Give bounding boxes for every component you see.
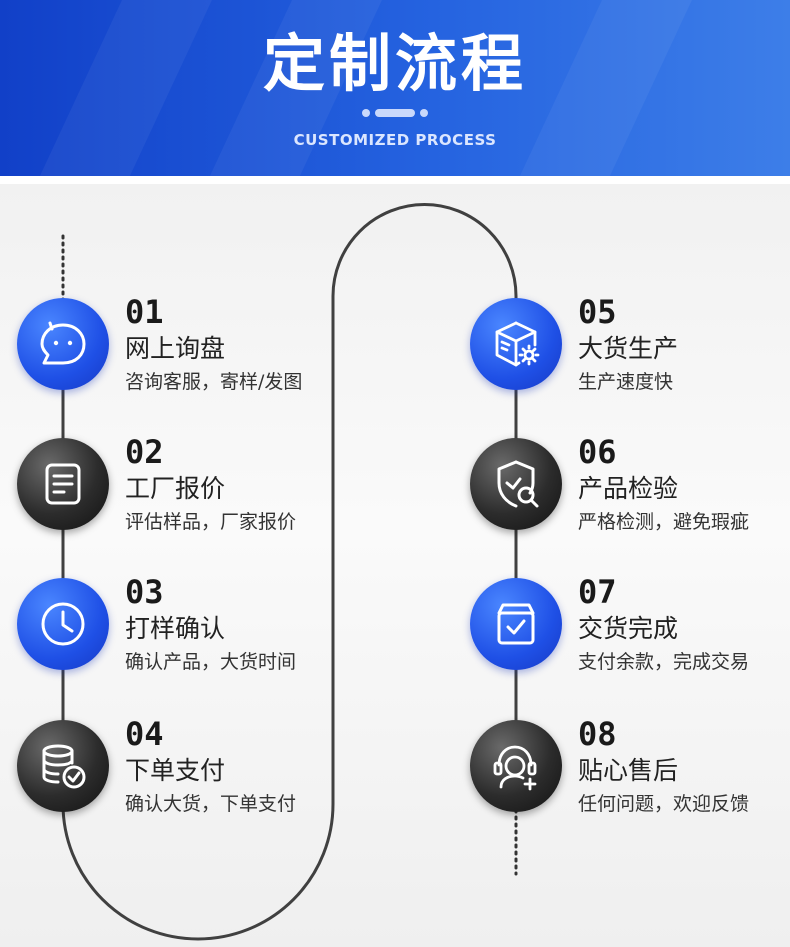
step-title: 大货生产 xyxy=(578,334,679,363)
step-number: 03 xyxy=(125,573,164,611)
step-description: 确认大货，下单支付 xyxy=(125,793,297,815)
step-04: 04 下单支付 确认大货，下单支付 xyxy=(17,716,347,830)
step-description: 咨询客服，寄样/发图 xyxy=(125,371,303,393)
page-subtitle: CUSTOMIZED PROCESS xyxy=(293,131,497,149)
step-07: 07 交货完成 支付余款，完成交易 xyxy=(470,574,790,688)
step-05: 05 大货生产 生产速度快 xyxy=(470,294,790,408)
step-03-badge xyxy=(17,578,109,670)
step-05-badge xyxy=(470,298,562,390)
shield-search-icon xyxy=(497,460,539,508)
step-title: 网上询盘 xyxy=(125,334,226,363)
database-check-icon xyxy=(42,744,86,789)
page-title: 定制流程 xyxy=(262,27,527,100)
step-02-badge xyxy=(17,438,109,530)
step-description: 生产速度快 xyxy=(578,371,674,393)
step-title: 下单支付 xyxy=(125,756,226,785)
step-03: 03 打样确认 确认产品，大货时间 xyxy=(17,574,347,688)
step-description: 评估样品，厂家报价 xyxy=(125,511,297,533)
step-01-badge xyxy=(17,298,109,390)
process-section: 01 网上询盘 咨询客服，寄样/发图 02 工厂报价 评估样品，厂家报价 03 … xyxy=(0,184,790,947)
step-01: 01 网上询盘 咨询客服，寄样/发图 xyxy=(17,294,347,408)
step-number: 01 xyxy=(125,293,164,331)
step-number: 08 xyxy=(578,715,617,753)
step-06-badge xyxy=(470,438,562,530)
step-number: 06 xyxy=(578,433,617,471)
box-gear-icon xyxy=(495,321,540,367)
process-path xyxy=(61,203,518,941)
headset-support-icon xyxy=(493,745,537,791)
step-number: 05 xyxy=(578,293,617,331)
step-07-badge xyxy=(470,578,562,670)
step-title: 打样确认 xyxy=(125,614,226,643)
step-description: 任何问题，欢迎反馈 xyxy=(578,793,750,815)
step-title: 工厂报价 xyxy=(125,474,226,503)
header-banner: 定制流程 CUSTOMIZED PROCESS xyxy=(0,0,790,176)
step-title: 贴心售后 xyxy=(578,756,679,785)
step-title: 产品检验 xyxy=(578,474,679,503)
step-title: 交货完成 xyxy=(578,614,679,643)
step-description: 确认产品，大货时间 xyxy=(125,651,297,673)
step-number: 07 xyxy=(578,573,617,611)
step-02: 02 工厂报价 评估样品，厂家报价 xyxy=(17,434,347,548)
step-number: 02 xyxy=(125,433,164,471)
chat-bubble-icon xyxy=(40,321,86,365)
step-number: 04 xyxy=(125,715,164,753)
title-divider-dots xyxy=(362,109,428,117)
step-04-badge xyxy=(17,720,109,812)
step-06: 06 产品检验 严格检测，避免瑕疵 xyxy=(470,434,790,548)
step-description: 支付余款，完成交易 xyxy=(578,651,750,673)
box-check-icon xyxy=(497,603,535,645)
document-icon xyxy=(45,463,81,505)
step-08: 08 贴心售后 任何问题，欢迎反馈 xyxy=(470,716,790,830)
clock-icon xyxy=(41,602,85,646)
step-description: 严格检测，避免瑕疵 xyxy=(578,511,750,533)
step-08-badge xyxy=(470,720,562,812)
